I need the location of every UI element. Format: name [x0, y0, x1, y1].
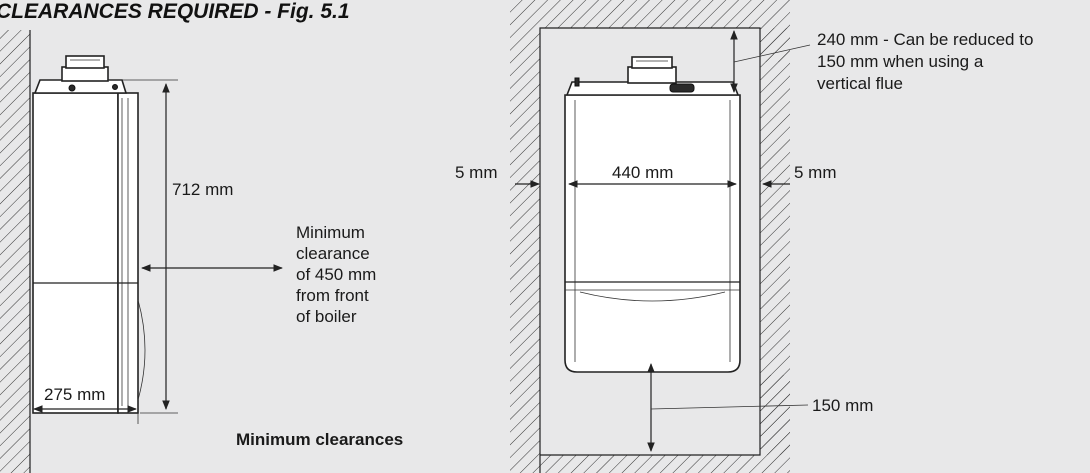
- top-clearance-leader: [733, 44, 811, 63]
- side-wall-hatch: [0, 30, 30, 473]
- front-wall-hatch-right-low: [760, 375, 790, 455]
- front-clearance-line-3: of 450 mm: [296, 265, 376, 284]
- top-clearance-line-2: 150 mm when using a: [817, 52, 984, 71]
- front-flue-cap: [631, 56, 673, 69]
- depth-label: 275 mm: [44, 385, 105, 404]
- front-connector: [574, 77, 580, 87]
- side-connector: [68, 84, 76, 92]
- boiler-side-curve: [137, 299, 146, 401]
- side-connector-2: [112, 84, 118, 90]
- front-clearance-line-4: from front: [296, 286, 369, 305]
- front-wall-hatch-right: [760, 28, 790, 375]
- left-gap-label: 5 mm: [455, 163, 498, 182]
- right-gap-label: 5 mm: [794, 163, 837, 182]
- side-flue-cap: [65, 55, 105, 69]
- bottom-clearance-label: 150 mm: [812, 396, 873, 415]
- height-label: 712 mm: [172, 180, 233, 199]
- front-clearance-line-1: Minimum: [296, 223, 365, 242]
- top-clearance-line-3: vertical flue: [817, 74, 903, 93]
- width-label: 440 mm: [612, 163, 673, 182]
- front-clearance-line-5: of boiler: [296, 307, 357, 326]
- side-view: 712 mm 275 mm Minimum clearance of 450 m…: [0, 30, 403, 473]
- front-clearance-text: Minimum clearance of 450 mm from front o…: [296, 223, 376, 326]
- figure-title: CLEARANCES REQUIRED - Fig. 5.1: [0, 0, 350, 23]
- boiler-side-body: [32, 92, 119, 414]
- bottom-clearance-leader: [650, 404, 809, 410]
- boiler-front-top: [565, 81, 740, 96]
- front-clearance-line-2: clearance: [296, 244, 370, 263]
- top-clearance-line-1: 240 mm - Can be reduced to: [817, 30, 1033, 49]
- front-control-unit: [669, 83, 695, 93]
- front-flue-base: [627, 66, 677, 84]
- side-flue-base: [61, 66, 109, 82]
- boiler-front-panel-curve: [579, 291, 726, 302]
- front-view: 240 mm - Can be reduced to 150 mm when u…: [455, 0, 1033, 473]
- top-clearance-text: 240 mm - Can be reduced to 150 mm when u…: [817, 30, 1033, 93]
- boiler-front-body: [564, 94, 741, 373]
- caption-minimum-clearances: Minimum clearances: [236, 430, 403, 449]
